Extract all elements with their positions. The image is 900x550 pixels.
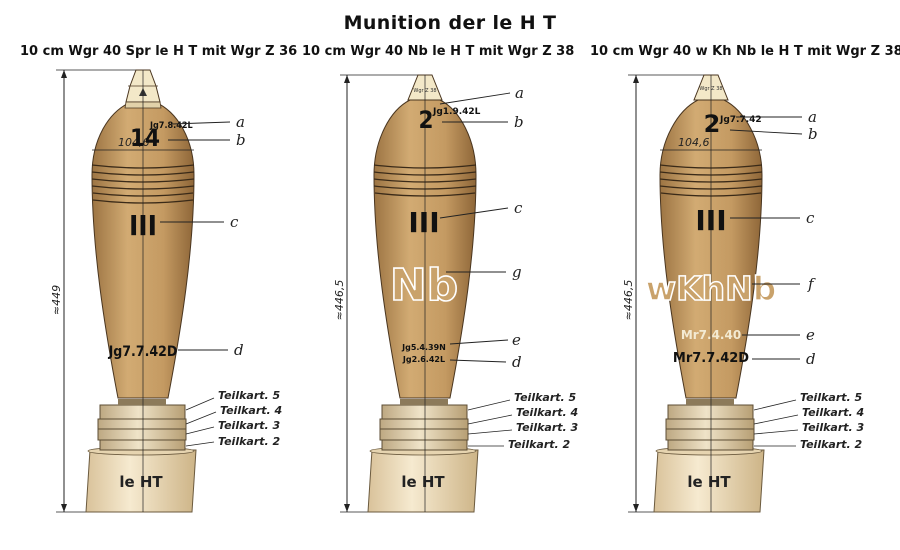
charge-rings xyxy=(97,399,187,451)
filler-number: 2 xyxy=(418,106,433,134)
label-d: d xyxy=(512,353,522,371)
charge-rings xyxy=(379,399,469,451)
label-b: b xyxy=(236,131,246,149)
label-b: b xyxy=(514,113,524,131)
label-c: c xyxy=(806,209,815,227)
filler-number: 2 xyxy=(704,110,721,138)
mark-d: Jg2.6.42L xyxy=(402,355,445,364)
part-label-5: Teilkart. 5 xyxy=(800,391,863,404)
shell-1: ≈449 le HT 104,6 14 Jg7. xyxy=(50,69,282,513)
shell-1-heading: 10 cm Wgr 40 Spr le H T mit Wgr Z 36 xyxy=(20,44,298,59)
length-value: ≈446,5 xyxy=(622,280,635,321)
label-d: d xyxy=(806,350,816,368)
mark-e: Jg5.4.39N xyxy=(401,343,446,352)
code-top: Jg7.7.42 xyxy=(719,115,762,125)
roman-mark: III xyxy=(695,204,726,237)
label-d: d xyxy=(234,341,244,359)
label-c: c xyxy=(230,213,239,231)
label-e: e xyxy=(512,331,521,349)
label-e: e xyxy=(806,326,815,344)
length-value: ≈446,5 xyxy=(333,280,346,321)
part-label-3: Teilkart. 3 xyxy=(802,421,865,434)
base-label: le HT xyxy=(119,473,163,491)
part-label-3: Teilkart. 3 xyxy=(218,419,281,432)
diameter-value: 104,6 xyxy=(678,136,710,149)
mark-d: Mr7.7.42D xyxy=(673,351,749,366)
label-a: a xyxy=(515,84,524,102)
shell-3: ≈446,5 le HT Wgr Z 38 104,6 2 Jg7.7.42 I… xyxy=(622,74,865,513)
roman-mark: III xyxy=(129,209,157,242)
agent-mark: Nb xyxy=(390,260,458,311)
code-top: Jg1.9.42L xyxy=(432,107,481,117)
code-top: Jg7.8.42L xyxy=(149,121,193,131)
part-label-4: Teilkart. 4 xyxy=(516,406,578,419)
label-g: g xyxy=(512,263,522,281)
diagram-title: Munition der le H T xyxy=(343,12,557,34)
lot-mark: Jg7.7.42D xyxy=(108,344,178,360)
part-label-2: Teilkart. 2 xyxy=(218,435,281,448)
label-a: a xyxy=(236,113,245,131)
label-a: a xyxy=(808,108,817,126)
part-label-5: Teilkart. 5 xyxy=(514,391,577,404)
part-label-4: Teilkart. 4 xyxy=(220,404,282,417)
part-label-2: Teilkart. 2 xyxy=(508,438,571,451)
base-label: le HT xyxy=(687,473,731,491)
roman-mark: III xyxy=(408,206,439,239)
part-label-3: Teilkart. 3 xyxy=(516,421,579,434)
length-value: ≈449 xyxy=(50,285,63,315)
shell-3-heading: 10 cm Wgr 40 w Kh Nb le H T mit Wgr Z 38 xyxy=(590,44,900,59)
label-b: b xyxy=(808,125,818,143)
filler-number: 14 xyxy=(130,124,160,152)
charge-rings xyxy=(665,399,755,451)
mark-e: Mr7.4.40 xyxy=(681,328,741,342)
part-label-5: Teilkart. 5 xyxy=(218,389,281,402)
shell-2: ≈446,5 le HT Wgr Z 38 2 Jg1.9.42L III Nb… xyxy=(333,74,579,513)
label-c: c xyxy=(514,199,523,217)
part-label-2: Teilkart. 2 xyxy=(800,438,863,451)
label-f: f xyxy=(807,275,816,293)
agent-mark: wKhNb xyxy=(646,269,777,308)
diameter-value: 104,6 xyxy=(118,136,150,149)
base-label: le HT xyxy=(401,473,445,491)
shell-2-heading: 10 cm Wgr 40 Nb le H T mit Wgr Z 38 xyxy=(302,44,575,59)
part-label-4: Teilkart. 4 xyxy=(802,406,864,419)
